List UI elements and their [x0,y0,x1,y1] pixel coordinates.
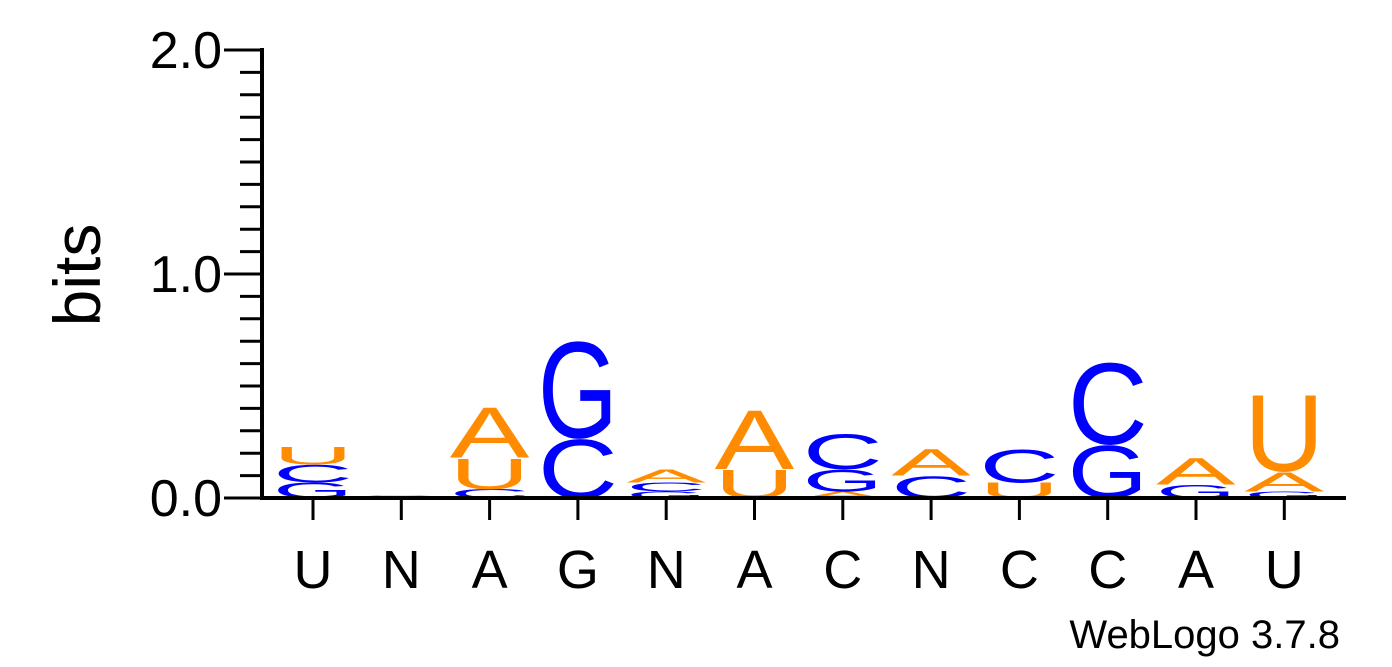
logo-letter-C: C [803,424,883,480]
logo-letter-G: G [803,463,883,498]
x-tick-label: C [823,540,862,600]
logo-letter-U: U [450,450,530,499]
logo-letter-U: U [1244,373,1324,495]
y-tick-label: 1.0 [150,246,222,304]
x-tick-label: A [1178,540,1214,600]
y-axis-label: bits [40,224,114,327]
logo-letter-A: A [891,442,971,484]
logo-letter-A: A [626,466,706,487]
x-tick-label: C [1088,540,1127,600]
logo-letter-G: G [1244,490,1324,500]
x-tick-label: G [557,540,599,600]
y-tick-label: 0.0 [150,470,222,528]
y-tick-label: 2.0 [150,22,222,80]
logo-letter-C: C [273,460,353,488]
logo-letter-C: C [626,480,706,494]
logo-letter-A: A [450,393,530,473]
x-tick-label: A [472,540,508,600]
x-tick-label: U [294,540,333,600]
logo-letter-G: G [626,490,706,500]
logo-letter-G: G [538,313,618,467]
x-tick-label: N [647,540,686,600]
letter-stacks: GCUCGCUACGGCAUAAGCCAUCGCGAGAU [273,313,1324,516]
logo-letter-C: C [979,440,1059,492]
logo-letter-A: A [1156,451,1236,493]
x-tick-label: A [736,540,772,600]
logo-letter-U: U [273,442,353,470]
x-tick-label: U [1265,540,1304,600]
logo-letter-A: A [715,392,795,487]
weblogo-footer: WebLogo 3.7.8 [1069,613,1340,657]
x-tick-label: C [1000,540,1039,600]
logo-letter-A: A [1244,466,1324,497]
logo-letter-C: C [1068,340,1148,470]
y-axis-ticks: 0.0 1.0 2.0 [150,22,262,528]
logo-letter-A: A [803,489,883,500]
x-tick-label: N [912,540,951,600]
x-tick-label: N [382,540,421,600]
